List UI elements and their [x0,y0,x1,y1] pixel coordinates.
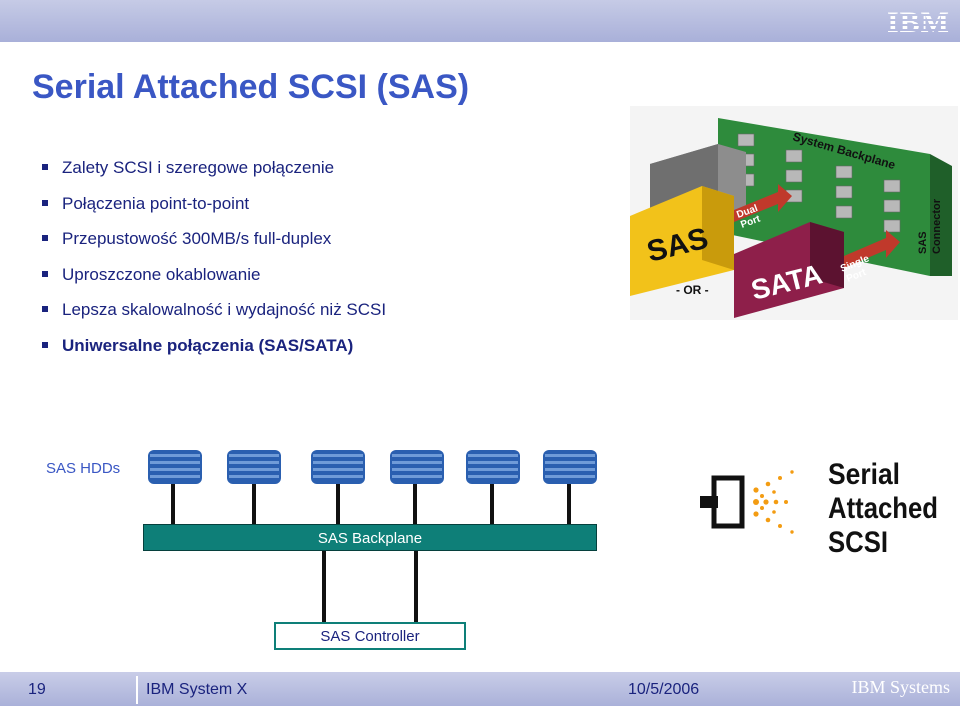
bullet-square-icon [42,270,48,277]
sas-sata-hardware-illustration: System Backplane SAS Dual Port SATA Sing… [630,106,958,320]
bullet-square-icon [42,164,48,170]
system-backplane-board [718,118,930,276]
bullet-square-icon [42,341,48,348]
ibm-systems-logo: IBM Systems [851,677,950,697]
footer-date: 10/5/2006 [628,681,700,698]
sas-connector-label-2: Connector [931,198,943,254]
ibm-logo: IBM [887,6,950,39]
footer-divider [136,676,138,704]
slide-title: Serial Attached SCSI (SAS) [32,68,470,106]
or-label: - OR - [676,283,709,297]
bullet-item: Zalety SCSI i szeregowe połączenie [42,156,386,192]
bullet-square-icon [42,199,48,206]
sas-connector-label-1: SAS [917,231,929,254]
bullet-square-icon [42,306,48,313]
footer-bar: 19 IBM System X 10/5/2006 IBM Systems [0,672,960,706]
bullet-item: Przepustowość 300MB/s full-duplex [42,227,386,263]
sas-backplane-box: SAS Backplane [143,524,597,551]
hdd-icon [466,450,520,484]
bullet-list: Zalety SCSI i szeregowe połączenie Połąc… [42,156,386,370]
logo-word-serial: Serial [828,458,900,491]
sas-controller-box: SAS Controller [274,622,466,650]
sas-hdds-label: SAS HDDs [46,460,121,477]
product-name: IBM System X [146,681,248,698]
bullet-item: Lepsza skalowalność i wydajność niż SCSI [42,298,386,334]
hdd-icon [148,450,202,484]
header-bar: IBM [0,0,960,42]
bullet-item: Uniwersalne połączenia (SAS/SATA) [42,334,386,370]
hdd-icon [311,450,365,484]
serial-attached-scsi-logo: Serial Attached SCSI [700,458,938,554]
bullet-square-icon [42,235,48,242]
hdd-icon [227,450,281,484]
bullet-item: Uproszczone okablowanie [42,263,386,299]
bullet-item: Połączenia point-to-point [42,192,386,228]
logo-word-scsi: SCSI [828,526,888,554]
logo-word-attached: Attached [828,492,938,525]
hdd-icon [390,450,444,484]
hdd-icon [543,450,597,484]
page-number: 19 [28,681,46,698]
